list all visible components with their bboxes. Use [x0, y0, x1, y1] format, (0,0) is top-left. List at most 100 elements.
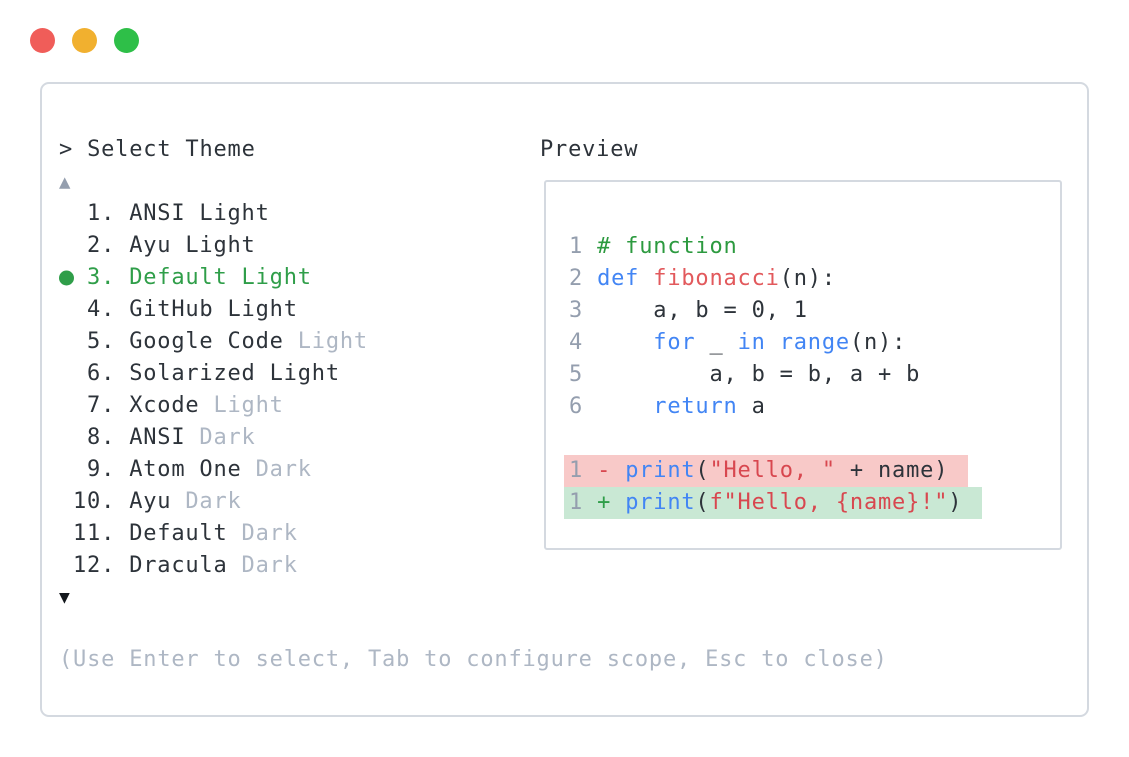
item-name: GitHub [129, 297, 214, 322]
bullet-slot [59, 390, 73, 422]
item-suffix: Dark [185, 425, 256, 450]
code-token: a [737, 394, 766, 419]
scroll-down-icon[interactable]: ▼ [59, 587, 71, 608]
code-token: (n): [779, 266, 836, 291]
item-number: 11. [73, 521, 130, 546]
code-token: range [779, 330, 850, 355]
window-controls [30, 28, 139, 53]
item-number: 12. [73, 553, 130, 578]
theme-selector: > Select Theme ▲ 1. ANSI Light 2. Ayu Li… [59, 134, 368, 614]
item-number: 6. [73, 361, 130, 386]
item-suffix: Dark [227, 521, 298, 546]
bullet-slot [59, 454, 73, 486]
diff-line: 1 + print(f"Hello, {name}!") [564, 487, 983, 519]
code-token: in [737, 330, 766, 355]
line-number: 3 [569, 298, 598, 323]
code-token: fibonacci [653, 266, 780, 291]
line-number: 5 [569, 362, 598, 387]
scroll-up-icon[interactable]: ▲ [59, 171, 72, 193]
bullet-slot [59, 294, 73, 326]
code-token: print [625, 458, 696, 483]
item-name: ANSI [129, 425, 186, 450]
theme-item[interactable]: 5. Google Code Light [59, 326, 368, 358]
line-number: 1 [569, 490, 598, 515]
code-token: (n): [849, 330, 907, 355]
theme-item[interactable]: 7. Xcode Light [59, 390, 368, 422]
code-token [639, 266, 653, 291]
code-token: ( [695, 490, 710, 515]
theme-item[interactable]: 6. Solarized Light [59, 358, 368, 390]
bullet-slot [59, 358, 73, 390]
code-token: # function [597, 234, 738, 259]
code-token [766, 330, 780, 355]
code-token: ) [948, 490, 963, 515]
diff-sign: - [597, 458, 626, 483]
code-token: print [625, 490, 696, 515]
code-token [597, 394, 653, 419]
item-suffix: Dark [241, 457, 312, 482]
code-line: 2 def fibonacci(n): [569, 263, 920, 295]
theme-item[interactable]: 9. Atom One Dark [59, 454, 368, 486]
diff-removed-highlight: 1 - print("Hello, " + name) [564, 455, 969, 487]
item-suffix: Light [283, 329, 368, 354]
code-token: for [653, 330, 696, 355]
line-number: 4 [569, 330, 598, 355]
preview-label: Preview [540, 137, 639, 162]
theme-item[interactable]: 1. ANSI Light [59, 198, 368, 230]
item-name: Xcode [129, 393, 200, 418]
bullet-slot [59, 230, 73, 262]
maximize-button[interactable] [114, 28, 139, 53]
bullet-slot [59, 326, 73, 358]
item-name: Default [129, 265, 228, 290]
minimize-button[interactable] [72, 28, 97, 53]
code-line: 5 a, b = b, a + b [569, 359, 920, 391]
theme-item[interactable]: 10. Ayu Dark [59, 486, 368, 518]
item-number: 3. [73, 265, 130, 290]
line-number: 1 [569, 234, 598, 259]
line-number: 6 [569, 394, 598, 419]
diff-line: 1 - print("Hello, " + name) [564, 455, 982, 487]
code-line: 3 a, b = 0, 1 [569, 295, 920, 327]
item-name: Solarized [129, 361, 256, 386]
item-number: 9. [73, 457, 130, 482]
theme-item[interactable]: 4. GitHub Light [59, 294, 368, 326]
item-suffix: Light [213, 297, 298, 322]
item-name: Default [129, 521, 228, 546]
theme-list: 1. ANSI Light 2. Ayu Light 3. Default Li… [59, 198, 368, 582]
close-button[interactable] [30, 28, 55, 53]
diff-sign: + [597, 490, 626, 515]
code-token: "Hello, " [709, 458, 836, 483]
diff-added-highlight: 1 + print(f"Hello, {name}!") [564, 487, 983, 519]
item-name: Ayu [129, 489, 172, 514]
code-line: 4 for _ in range(n): [569, 327, 920, 359]
item-name: Google Code [129, 329, 284, 354]
line-number: 2 [569, 266, 598, 291]
theme-item[interactable]: 12. Dracula Dark [59, 550, 368, 582]
item-name: Dracula [129, 553, 228, 578]
code-token: ( [695, 458, 710, 483]
item-suffix: Dark [227, 553, 298, 578]
theme-item[interactable]: 8. ANSI Dark [59, 422, 368, 454]
item-number: 7. [73, 393, 130, 418]
bullet-slot [59, 486, 73, 518]
item-suffix: Light [227, 265, 312, 290]
theme-item[interactable]: 11. Default Dark [59, 518, 368, 550]
bullet-slot [59, 198, 73, 230]
bullet-slot [59, 518, 73, 550]
bullet-slot [59, 550, 73, 582]
item-suffix: Dark [171, 489, 242, 514]
code-line: 1 # function [569, 231, 920, 263]
help-text: (Use Enter to select, Tab to configure s… [59, 647, 888, 672]
item-name: ANSI [129, 201, 186, 226]
select-theme-prompt: > Select Theme [59, 137, 256, 162]
diff-preview: 1 - print("Hello, " + name)1 + print(f"H… [564, 455, 983, 519]
code-token: + name) [835, 458, 949, 483]
theme-item[interactable]: 3. Default Light [59, 262, 368, 294]
line-number: 1 [569, 458, 598, 483]
code-token: a, b = b, a + b [597, 362, 921, 387]
code-token [597, 330, 653, 355]
theme-item[interactable]: 2. Ayu Light [59, 230, 368, 262]
item-number: 10. [73, 489, 130, 514]
item-number: 4. [73, 297, 130, 322]
